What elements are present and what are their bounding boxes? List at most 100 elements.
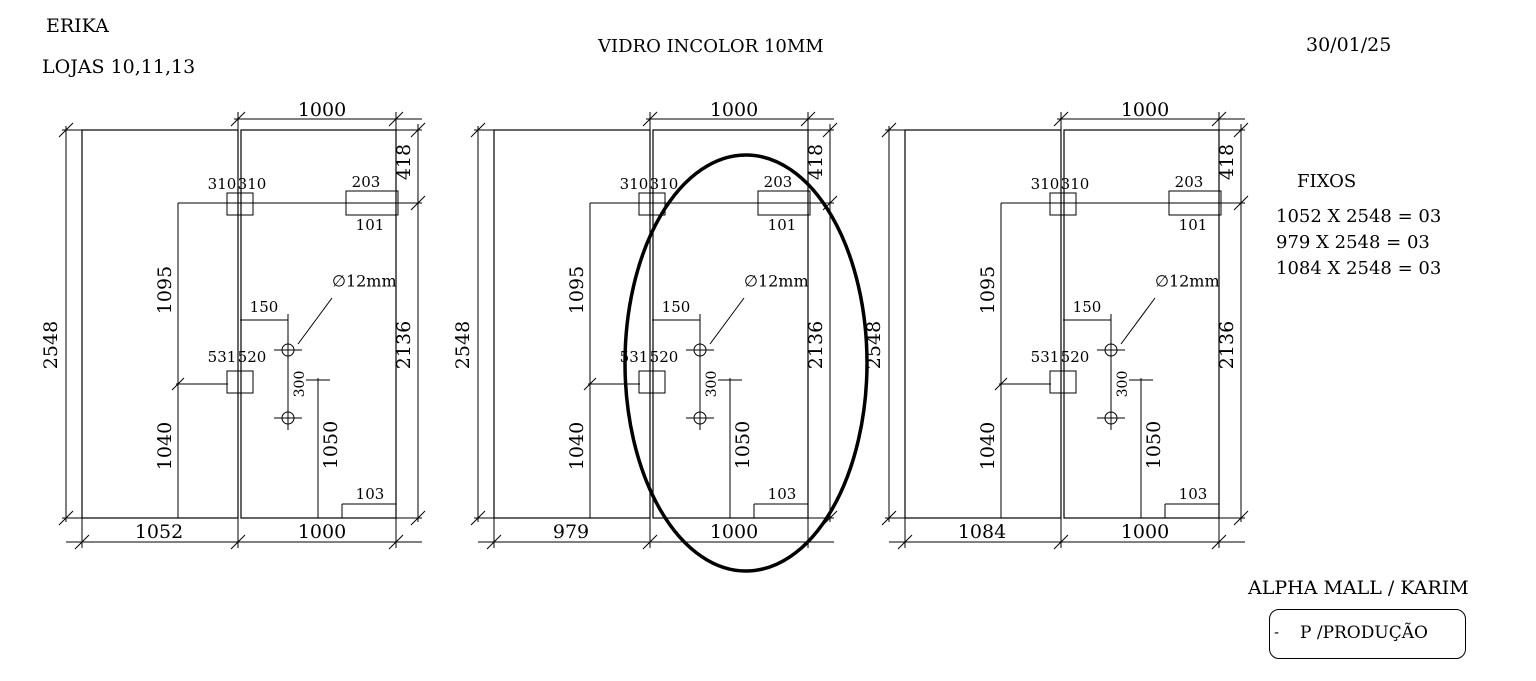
fixed-glass-outline [904, 129, 1062, 519]
floor-gap-label: 103 [768, 485, 797, 503]
dimension-tick [171, 377, 185, 391]
handle-distance-label: 150 [250, 298, 279, 316]
dimension-tick [230, 534, 246, 550]
top-width-label: 1000 [298, 99, 346, 121]
left-width-label: 979 [553, 521, 589, 543]
production-stamp-label: P /PRODUÇÃO [1300, 623, 1428, 643]
dimension-tick [470, 122, 486, 138]
hinge-label-a: 310 [620, 175, 649, 193]
top-width-label: 1000 [1121, 99, 1169, 121]
hole-leader-line [709, 297, 745, 345]
bracket-label-b: 520 [238, 348, 267, 366]
upper-height-label: 1095 [566, 266, 588, 314]
dimension-tick [881, 510, 897, 526]
bracket-label-a: 531 [208, 348, 237, 366]
fixed-glass-outline [493, 129, 651, 519]
top-pivot-patch [1049, 192, 1077, 216]
height-label: 2548 [40, 321, 62, 369]
bottom-width-label: 1000 [710, 521, 758, 543]
handle-distance-label: 150 [1073, 298, 1102, 316]
lock-bottom-label: 101 [1179, 216, 1208, 234]
top-offset-label: 418 [805, 144, 827, 180]
fixed-glass-outline [81, 129, 239, 519]
hole-diameter-label: ∅12mm [332, 272, 397, 291]
handle-height-label: 1050 [1143, 421, 1165, 469]
height-label: 2548 [452, 321, 474, 369]
dimension-tick [583, 377, 597, 391]
bottom-pivot-patch [638, 370, 666, 394]
dimension-tick [800, 111, 816, 127]
drawing-date: 30/01/25 [1306, 34, 1392, 56]
top-width-label: 1000 [710, 99, 758, 121]
fixed-panels-title: FIXOS [1297, 171, 1357, 192]
hole-diameter-label: ∅12mm [744, 272, 809, 291]
door-height-label: 2136 [393, 321, 415, 369]
top-offset-label: 418 [1216, 144, 1238, 180]
hole-spacing-label: 300 [704, 371, 720, 398]
left-width-label: 1052 [135, 521, 183, 543]
lock-bottom-label: 101 [768, 216, 797, 234]
bottom-pivot-patch [1049, 370, 1077, 394]
top-pivot-patch [226, 192, 254, 216]
upper-height-label: 1095 [977, 266, 999, 314]
dimension-tick [410, 510, 426, 526]
dimension-tick [470, 510, 486, 526]
left-width-label: 1084 [958, 521, 1006, 543]
production-stamp-box [1269, 609, 1466, 659]
dimension-tick [1053, 534, 1069, 550]
dimension-tick [1233, 122, 1249, 138]
bottom-width-label: 1000 [1121, 521, 1169, 543]
lower-height-label: 1040 [154, 422, 176, 470]
dimension-tick [642, 111, 658, 127]
hole-diameter-label: ∅12mm [1155, 272, 1220, 291]
top-lock-patch [757, 190, 811, 216]
dimension-tick [1211, 534, 1227, 550]
hole-leader-line [1120, 297, 1156, 345]
top-lock-patch [1168, 190, 1222, 216]
stamp-tick-mark: - [1274, 625, 1280, 641]
dimension-tick [410, 122, 426, 138]
hinge-label-a: 310 [208, 175, 237, 193]
dimension-tick [58, 510, 74, 526]
dimension-tick [822, 122, 838, 138]
fixed-panel-item: 1084 X 2548 = 03 [1276, 258, 1442, 279]
bracket-label-a: 531 [1031, 348, 1060, 366]
hinge-label-a: 310 [1031, 175, 1060, 193]
client-name: ERIKA [46, 15, 109, 37]
dimension-tick [897, 534, 913, 550]
handle-height-label: 1050 [732, 421, 754, 469]
lock-top-label: 203 [1175, 173, 1204, 191]
dimension-tick [410, 195, 426, 211]
dimension-tick [230, 111, 246, 127]
bottom-width-label: 1000 [298, 521, 346, 543]
dimension-tick [1233, 195, 1249, 211]
floor-gap-label: 103 [356, 485, 385, 503]
material-title: VIDRO INCOLOR 10MM [598, 36, 824, 57]
bottom-pivot-patch [226, 370, 254, 394]
hinge-label-b: 310 [238, 175, 267, 193]
dimension-tick [642, 534, 658, 550]
door-height-label: 2136 [805, 321, 827, 369]
bracket-label-b: 520 [650, 348, 679, 366]
lower-height-label: 1040 [566, 422, 588, 470]
fixed-panel-item: 979 X 2548 = 03 [1276, 232, 1430, 253]
dimension-tick [1233, 510, 1249, 526]
handle-distance-label: 150 [662, 298, 691, 316]
top-offset-label: 418 [393, 144, 415, 180]
dimension-tick [486, 534, 502, 550]
hinge-label-b: 310 [650, 175, 679, 193]
top-pivot-patch [638, 192, 666, 216]
dimension-tick [58, 122, 74, 138]
store-numbers: LOJAS 10,11,13 [42, 56, 196, 78]
dimension-tick [388, 111, 404, 127]
lock-top-label: 203 [764, 173, 793, 191]
project-name: ALPHA MALL / KARIM [1248, 577, 1469, 599]
lock-bottom-label: 101 [356, 216, 385, 234]
fixed-panel-item: 1052 X 2548 = 03 [1276, 206, 1442, 227]
highlight-ellipse [623, 153, 869, 573]
lock-top-label: 203 [352, 173, 381, 191]
